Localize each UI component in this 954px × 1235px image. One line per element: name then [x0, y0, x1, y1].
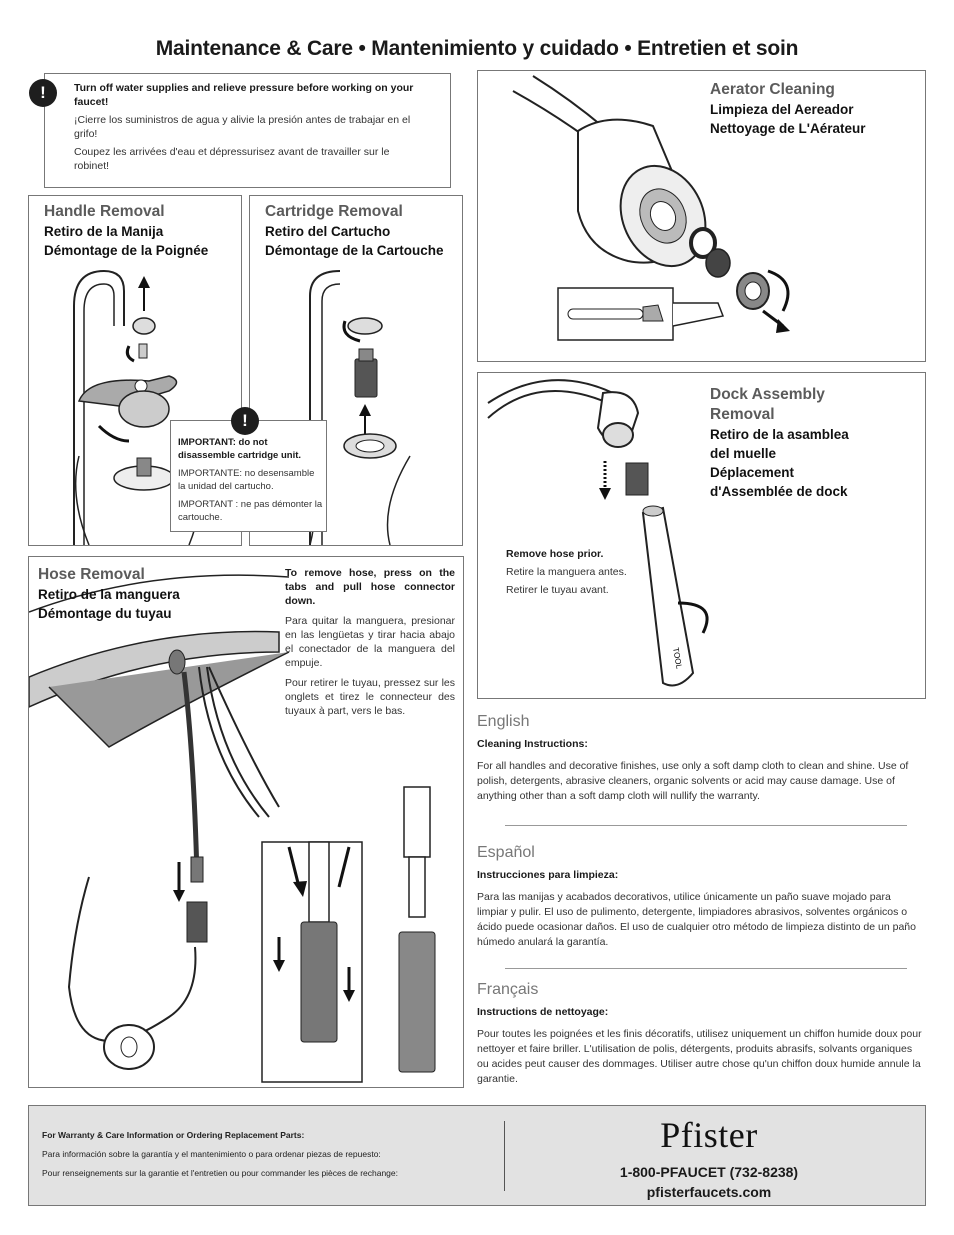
divider-1 [505, 825, 907, 826]
dock-assembly-title-2: Removal [710, 406, 775, 423]
francais-section: Français Instructions de nettoyage: Pour… [477, 981, 922, 1087]
handle-removal-panel: Handle Removal Retiro de la Manija Démon… [28, 195, 242, 546]
dock-note-fr: Retirer le tuyau avant. [506, 584, 609, 596]
dock-assembly-fr-2: d'Assemblée de dock [710, 484, 848, 499]
english-title: English [477, 713, 530, 730]
english-section: English Cleaning Instructions: For all h… [477, 713, 922, 804]
footer-divider [504, 1121, 505, 1191]
dock-note-en: Remove hose prior. [506, 548, 604, 560]
footer-website: pfisterfaucets.com [646, 1184, 772, 1200]
important-note: ! IMPORTANT: do not disassemble cartridg… [170, 407, 327, 532]
francais-subtitle: Instructions de nettoyage: [477, 1006, 609, 1018]
warning-text-en: Turn off water supplies and relieve pres… [74, 82, 414, 108]
dock-assembly-es-1: Retiro de la asamblea [710, 427, 849, 442]
aerator-cleaning-fr: Nettoyage de L'Aérateur [710, 121, 866, 136]
warning-icon: ! [29, 79, 57, 107]
dock-assembly-illustration: TOOL [487, 379, 709, 687]
dock-assembly-title-1: Dock Assembly [710, 386, 825, 403]
important-text-es: IMPORTANTE: no desensamble la unidad del… [178, 468, 315, 492]
hose-removal-panel: Hose Removal Retiro de la manguera Démon… [28, 556, 464, 1088]
footer: For Warranty & Care Information or Order… [28, 1105, 926, 1206]
handle-removal-fr: Démontage de la Poignée [44, 243, 209, 258]
tool-label: TOOL [671, 647, 684, 670]
footer-line-en: For Warranty & Care Information or Order… [42, 1130, 305, 1140]
espanol-title: Español [477, 844, 535, 861]
handle-removal-title: Handle Removal [44, 203, 165, 220]
aerator-cleaning-es: Limpieza del Aereador [710, 102, 854, 117]
hose-instr-es: Para quitar la manguera, presionar en la… [285, 615, 455, 669]
important-text-fr: IMPORTANT : ne pas démonter la cartouche… [178, 499, 323, 523]
handle-removal-es: Retiro de la Manija [44, 224, 164, 239]
hose-removal-es: Retiro de la manguera [38, 587, 180, 602]
aerator-cleaning-panel: Aerator Cleaning Limpieza del Aereador N… [477, 70, 926, 362]
hose-instr-en: To remove hose, press on the tabs and pu… [285, 567, 455, 607]
hose-removal-illustration [29, 574, 436, 1083]
hose-removal-fr: Démontage du tuyau [38, 606, 172, 621]
cartridge-removal-illustration [309, 270, 411, 545]
warning-text-fr: Coupez les arrivées d'eau et dépressuris… [74, 146, 390, 172]
espanol-section: Español Instrucciones para limpieza: Par… [477, 844, 922, 950]
dock-note-es: Retire la manguera antes. [506, 566, 627, 578]
english-body: For all handles and decorative finishes,… [477, 760, 909, 802]
hose-instr-fr: Pour retirer le tuyau, pressez sur les o… [285, 677, 455, 717]
handle-removal-illustration [73, 269, 204, 545]
cartridge-removal-title: Cartridge Removal [265, 203, 403, 220]
warning-box: ! Turn off water supplies and relieve pr… [29, 73, 451, 188]
dock-assembly-es-2: del muelle [710, 446, 777, 461]
cartridge-removal-fr: Démontage de la Cartouche [265, 243, 444, 258]
francais-title: Français [477, 981, 539, 998]
important-text-en: IMPORTANT: do not disassemble cartridge … [178, 437, 302, 461]
pfister-logo: Pfister [660, 1115, 758, 1155]
dock-assembly-fr-1: Déplacement [710, 465, 795, 480]
english-subtitle: Cleaning Instructions: [477, 738, 588, 750]
divider-2 [505, 968, 907, 969]
aerator-illustration [512, 75, 790, 341]
important-warning-icon: ! [231, 407, 259, 435]
dock-assembly-panel: TOOL Dock Assembly Removal Retiro de la … [477, 372, 926, 699]
page-title: Maintenance & Care • Mantenimiento y cui… [155, 37, 799, 60]
footer-line-es: Para información sobre la garantía y el … [42, 1149, 381, 1159]
footer-line-fr: Pour renseignements sur la garantie et l… [42, 1168, 398, 1178]
espanol-body: Para las manijas y acabados decorativos,… [477, 891, 916, 948]
aerator-cleaning-title: Aerator Cleaning [710, 81, 835, 98]
warning-text-es: ¡Cierre los suministros de agua y alivie… [74, 114, 411, 140]
francais-body: Pour toutes les poignées et les finis dé… [477, 1028, 922, 1085]
cartridge-removal-es: Retiro del Cartucho [265, 224, 391, 239]
hose-removal-title: Hose Removal [38, 566, 145, 583]
espanol-subtitle: Instrucciones para limpieza: [477, 869, 619, 881]
footer-phone: 1-800-PFAUCET (732-8238) [619, 1164, 799, 1180]
